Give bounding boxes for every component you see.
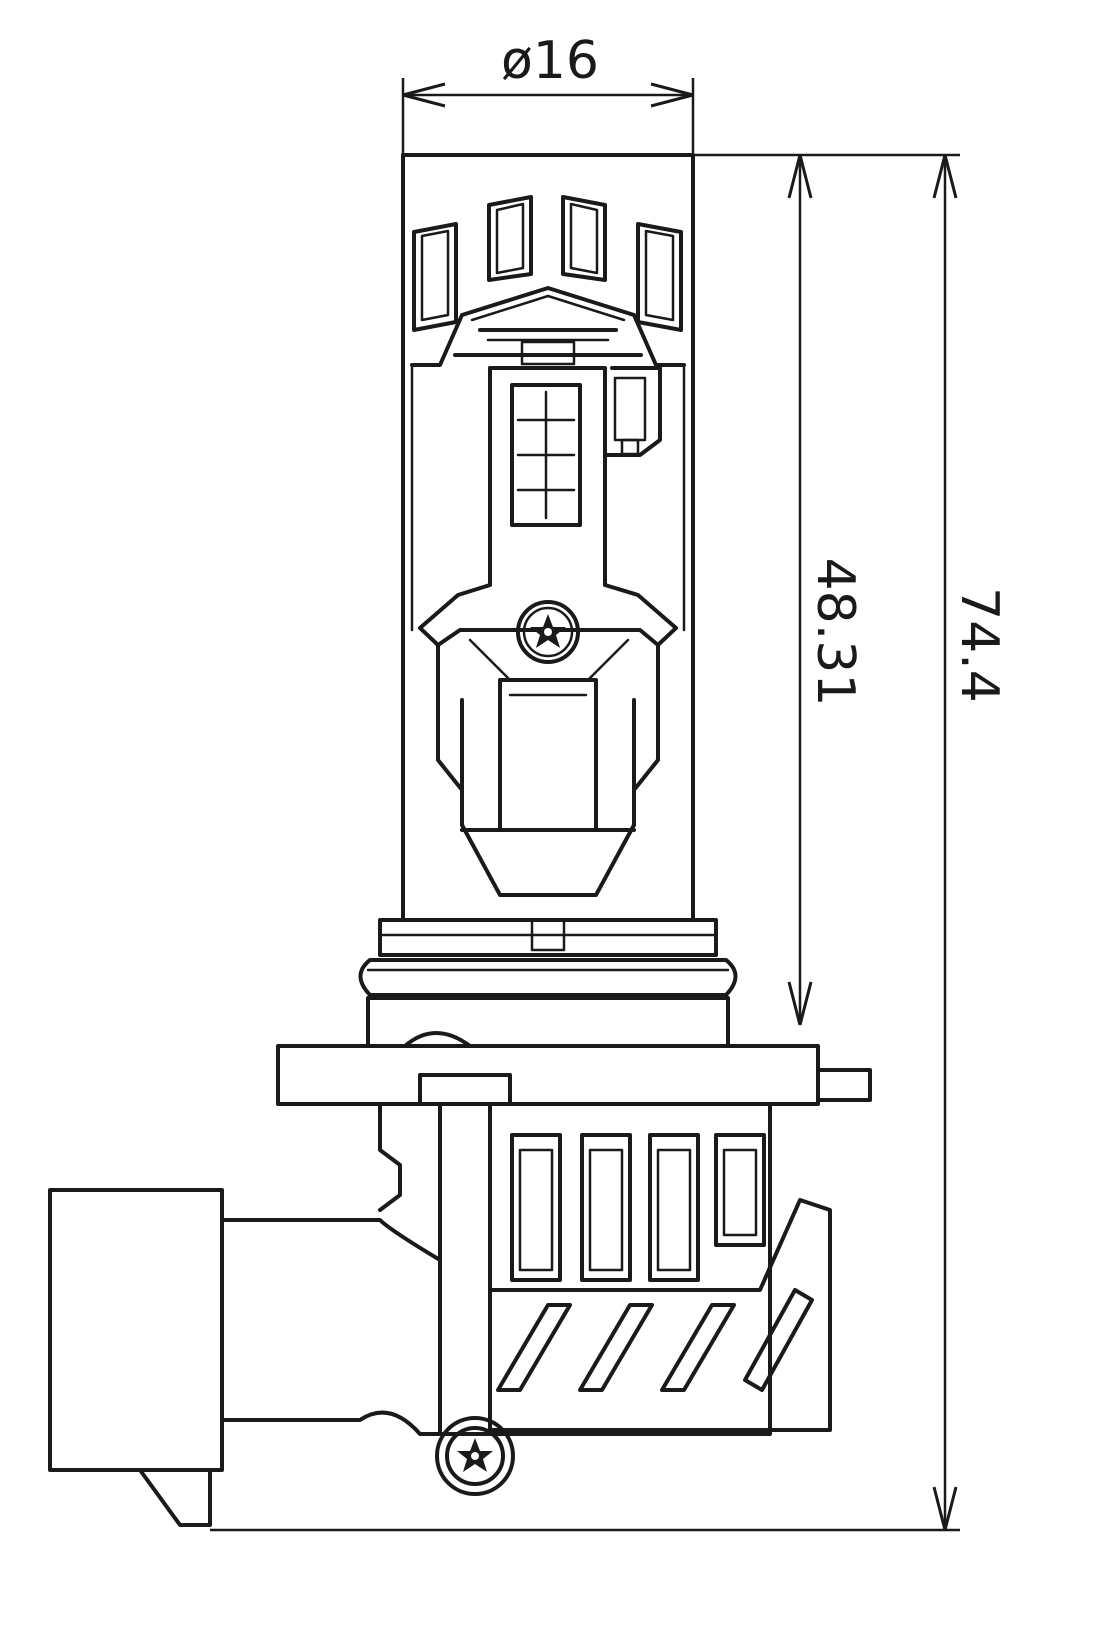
- led-board: [488, 366, 662, 552]
- fin-slot-4: [714, 1133, 766, 1247]
- diameter-arrow-right: [650, 82, 694, 108]
- upper-height-label: 48.31: [805, 558, 865, 707]
- diameter-dimension: ø16: [401, 31, 695, 158]
- flange-plate: [276, 1044, 820, 1106]
- fin-slot-4-inner: [722, 1148, 758, 1237]
- base-rings: [358, 918, 738, 1048]
- fin-slot-1-inner: [518, 1148, 554, 1272]
- top-vent-slots: [412, 195, 683, 332]
- upper-screw-rim: [522, 606, 574, 658]
- driver-body: [378, 1073, 832, 1436]
- upper-height-dimension: 48.31: [693, 153, 865, 1026]
- upper-screw-center: [544, 628, 552, 636]
- bulb-head: [401, 153, 695, 922]
- fin-slot-3-inner: [656, 1148, 692, 1272]
- heatsink-bracket: [488, 1198, 832, 1432]
- led-board-collar: [410, 286, 686, 367]
- fin-slot-2: [580, 1133, 632, 1282]
- side-component-foot: [620, 438, 640, 456]
- lower-screw-head: [445, 1426, 505, 1486]
- flange-tab: [816, 1068, 872, 1102]
- upper-height-arrow-top: [787, 154, 813, 199]
- collar-outline: [410, 286, 686, 367]
- vent-slot-1-inner: [420, 229, 450, 322]
- upper-ring: [378, 918, 718, 957]
- collar-block: [520, 340, 576, 366]
- vent-slot-2: [487, 195, 533, 282]
- lower-screw-center: [471, 1452, 479, 1460]
- chamber-window: [498, 678, 598, 832]
- fin-slots: [510, 1133, 766, 1282]
- connector-plug: [48, 1188, 442, 1527]
- led-chip-array: [510, 383, 582, 527]
- vent-slot-3: [561, 195, 607, 282]
- fin-slot-1: [510, 1133, 562, 1282]
- vent-slot-4-inner: [644, 229, 675, 322]
- lower-screw-boss: [435, 1416, 515, 1496]
- flange-notch: [403, 1031, 472, 1048]
- upper-height-arrow-bottom: [787, 981, 813, 1026]
- collar-ring: [366, 996, 730, 1048]
- diameter-arrow-left: [402, 82, 446, 108]
- collar-ridge: [470, 294, 626, 322]
- total-height-dimension: 74.4: [210, 153, 1009, 1532]
- vent-slot-2-inner: [495, 202, 525, 275]
- driver-side-contour: [378, 1102, 402, 1212]
- fin-slot-2-inner: [588, 1148, 624, 1272]
- upper-screw-icon: [516, 600, 580, 664]
- plug-latch: [138, 1468, 212, 1527]
- plug-housing: [48, 1188, 224, 1472]
- total-height-arrow-bottom: [932, 1486, 958, 1531]
- bulb-head-outline: [401, 153, 695, 922]
- led-board-outline-right: [488, 366, 662, 457]
- bracket-slot-4: [743, 1288, 814, 1392]
- side-component: [613, 376, 647, 442]
- upper-screw-head: [516, 600, 580, 664]
- lower-screw-icon: [435, 1416, 515, 1496]
- o-ring: [358, 958, 738, 997]
- chamber-outline: [436, 643, 660, 897]
- total-height-label: 74.4: [949, 587, 1009, 703]
- bracket-slot-2: [578, 1303, 654, 1392]
- vent-slot-4: [636, 222, 683, 332]
- bracket-slot-3: [660, 1303, 736, 1392]
- plug-neck: [220, 1218, 442, 1436]
- bracket-outline: [488, 1198, 832, 1432]
- upper-ring-notch: [530, 918, 566, 952]
- total-height-arrow-top: [932, 154, 958, 199]
- vent-slot-3-inner: [569, 202, 599, 275]
- driver-top-lip: [418, 1073, 512, 1106]
- lower-chamber: [436, 643, 660, 897]
- vent-slot-1: [412, 222, 458, 332]
- bracket-slot-1: [496, 1303, 572, 1392]
- diameter-label: ø16: [501, 31, 599, 91]
- fin-slot-3: [648, 1133, 700, 1282]
